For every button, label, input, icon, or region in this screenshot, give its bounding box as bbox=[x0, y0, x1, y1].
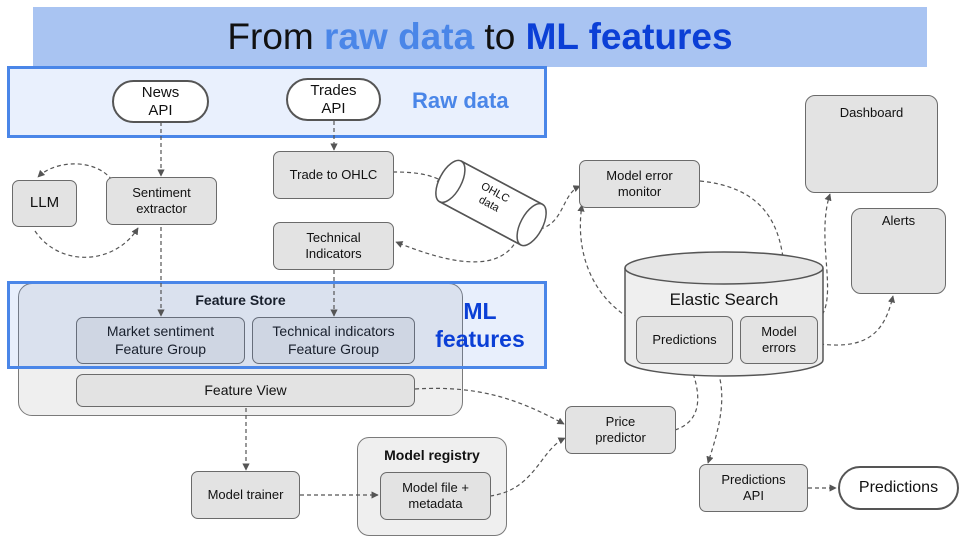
title-text-2: to bbox=[474, 16, 526, 57]
arrow-ohlc-to-data bbox=[392, 171, 445, 183]
arrow-modelfile-to-predictor bbox=[489, 437, 566, 497]
es-predictions-node[interactable]: Predictions bbox=[636, 316, 733, 364]
arrow-predictor-to-predictions bbox=[674, 364, 699, 431]
price-predictor-node[interactable]: Price predictor bbox=[565, 406, 676, 454]
ml-features-label: ML features bbox=[435, 298, 525, 352]
technical-indicators-feature-group[interactable]: Technical indicators Feature Group bbox=[252, 317, 415, 364]
arrow-predictions-to-monitor bbox=[577, 204, 641, 325]
technical-indicators-node[interactable]: Technical Indicators bbox=[273, 222, 394, 270]
arrow-featureview-to-predictor bbox=[414, 387, 565, 425]
title-text-raw: raw data bbox=[324, 16, 475, 57]
predictions-api-node[interactable]: Predictions API bbox=[699, 464, 808, 512]
title-bar: From raw data to ML features bbox=[33, 7, 927, 67]
model-file-node[interactable]: Model file + metadata bbox=[380, 472, 491, 520]
arrow-monitor-to-errors bbox=[699, 180, 789, 315]
arrow-predictions-to-api bbox=[706, 365, 723, 464]
trades-api-node[interactable]: Trades API bbox=[286, 78, 381, 121]
model-error-monitor-node[interactable]: Model error monitor bbox=[579, 160, 700, 208]
arrow-sentiment-to-llm bbox=[37, 163, 113, 181]
ohlc-data-cylinder bbox=[435, 159, 547, 247]
arrow-errors-to-alerts bbox=[819, 295, 896, 346]
feature-store-title: Feature Store bbox=[195, 292, 286, 308]
alerts-label: Alerts bbox=[881, 213, 916, 228]
predictions-output-node[interactable]: Predictions bbox=[838, 466, 959, 510]
dashboard-panel[interactable]: Dashboard bbox=[805, 95, 938, 193]
trade-to-ohlc-node[interactable]: Trade to OHLC bbox=[273, 151, 394, 199]
raw-data-label: Raw data bbox=[412, 88, 509, 113]
llm-node[interactable]: LLM bbox=[12, 180, 77, 227]
ohlc-cylinder-front bbox=[516, 202, 547, 247]
alerts-panel[interactable]: Alerts bbox=[851, 208, 946, 294]
arrow-data-to-indicators bbox=[395, 231, 521, 263]
sentiment-extractor-node[interactable]: Sentiment extractor bbox=[106, 177, 217, 225]
elastic-search-title: Elastic Search bbox=[669, 290, 779, 309]
es-model-errors-node[interactable]: Model errors bbox=[740, 316, 818, 364]
market-sentiment-feature-group[interactable]: Market sentiment Feature Group bbox=[76, 317, 245, 364]
title-text-ml: ML features bbox=[525, 16, 733, 57]
ml-features-section bbox=[7, 281, 547, 369]
model-trainer-node[interactable]: Model trainer bbox=[191, 471, 300, 519]
model-registry-title: Model registry bbox=[384, 447, 480, 463]
title-text-1: From bbox=[227, 16, 325, 57]
raw-data-section bbox=[7, 66, 547, 138]
arrow-llm-to-sentiment bbox=[34, 227, 139, 258]
feature-view-node[interactable]: Feature View bbox=[76, 374, 415, 407]
dashboard-label: Dashboard bbox=[839, 105, 904, 120]
